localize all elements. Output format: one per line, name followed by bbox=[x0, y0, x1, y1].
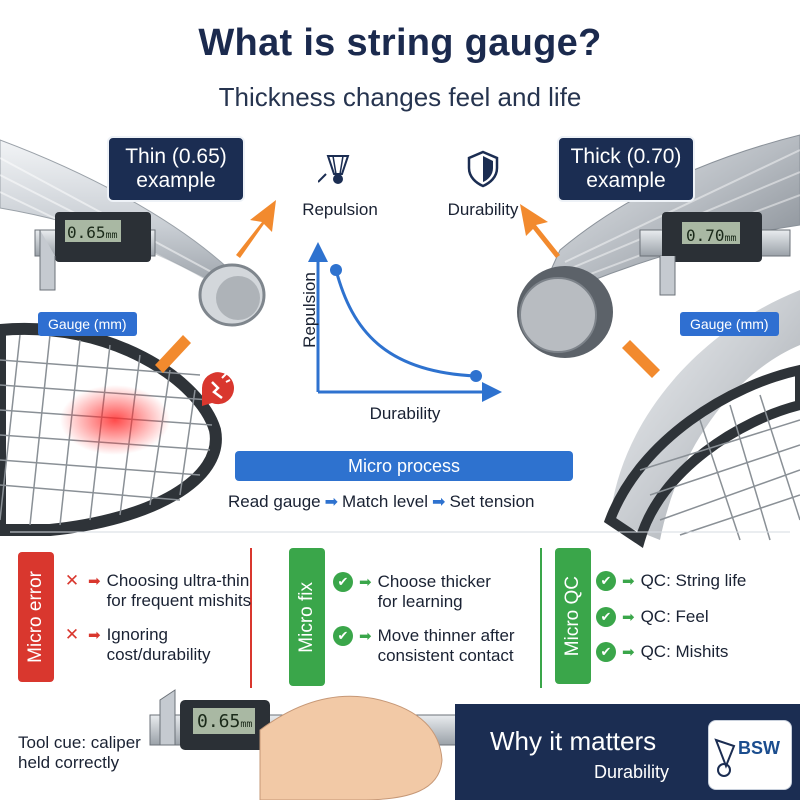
arrow-right-icon: ➡ bbox=[88, 627, 101, 644]
arrow-right-icon: ➡ bbox=[622, 644, 635, 661]
thin-gauge-tag: Gauge (mm) bbox=[38, 312, 137, 336]
repulsion-label: Repulsion bbox=[302, 200, 378, 219]
process-step-set-tension: Set tension bbox=[449, 492, 535, 511]
thin-caliper-readout: 0.65mm bbox=[67, 223, 118, 242]
x-icon: ✕ bbox=[64, 625, 80, 644]
chart-ylabel: Repulsion bbox=[300, 272, 319, 348]
micro-qc-item: ✔ ➡ QC: Feel bbox=[596, 607, 796, 628]
page-title: What is string gauge? bbox=[198, 22, 602, 64]
micro-qc-item: ✔ ➡ QC: String life bbox=[596, 571, 796, 592]
repulsion-durability-curve bbox=[334, 269, 477, 378]
micro-fix-divider bbox=[540, 548, 542, 688]
process-step-match-level: Match level bbox=[342, 492, 429, 511]
shuttlecock-logo-icon bbox=[714, 738, 736, 777]
checkmark-icon: ✔ bbox=[333, 626, 353, 646]
process-step-read-gauge: Read gauge bbox=[228, 492, 321, 511]
micro-qc-item: ✔ ➡ QC: Mishits bbox=[596, 642, 796, 663]
arrow-right-icon: ➡ bbox=[88, 573, 101, 590]
shuttlecock-icon bbox=[318, 155, 350, 184]
orange-arrows bbox=[155, 200, 660, 378]
tool-cue-illustration bbox=[149, 689, 461, 800]
racket-right bbox=[603, 364, 800, 548]
x-icon: ✕ bbox=[64, 571, 80, 590]
broken-string-icon bbox=[202, 372, 234, 406]
arrow-right-icon: ➡ bbox=[432, 494, 446, 511]
curve-end-point bbox=[470, 370, 482, 382]
micro-error-tab: Micro error bbox=[18, 552, 54, 682]
arrow-right-icon: ➡ bbox=[622, 573, 635, 590]
thin-label: Thin (0.65) example bbox=[107, 136, 245, 202]
shield-icon bbox=[467, 150, 499, 188]
brand-logo-text: BSW bbox=[738, 738, 780, 758]
durability-label: Durability bbox=[447, 200, 519, 219]
checkmark-icon: ✔ bbox=[596, 642, 616, 662]
chart bbox=[308, 242, 502, 402]
racket-left bbox=[0, 322, 222, 536]
arrow-right-icon: ➡ bbox=[359, 574, 372, 591]
thick-caliper-readout: 0.70mm bbox=[686, 226, 737, 245]
checkmark-icon: ✔ bbox=[596, 607, 616, 627]
tool-caliper-readout: 0.65mm bbox=[197, 711, 253, 732]
checkmark-icon: ✔ bbox=[333, 572, 353, 592]
micro-qc-tab: Micro QC bbox=[555, 548, 591, 684]
micro-fix-tab: Micro fix bbox=[289, 548, 325, 686]
arrow-right-icon: ➡ bbox=[324, 494, 339, 511]
arrow-right-icon: ➡ bbox=[622, 609, 635, 626]
chart-xlabel: Durability bbox=[369, 404, 441, 423]
why-it-matters-subtitle: Durability bbox=[594, 762, 670, 782]
thick-gauge-tag: Gauge (mm) bbox=[680, 312, 779, 336]
thick-label: Thick (0.70) example bbox=[557, 136, 695, 202]
checkmark-icon: ✔ bbox=[596, 571, 616, 591]
caliper-thin bbox=[34, 212, 156, 291]
micro-error-divider bbox=[250, 548, 252, 688]
why-it-matters-title: Why it matters bbox=[490, 726, 657, 756]
arrow-right-icon: ➡ bbox=[359, 628, 372, 645]
micro-process-steps: Read gauge ➡ Match level ➡ Set tension bbox=[228, 492, 588, 512]
curve-start-point bbox=[330, 264, 342, 276]
micro-process-bar: Micro process bbox=[235, 451, 573, 481]
page-subtitle: Thickness changes feel and life bbox=[218, 82, 582, 112]
caliper-thick bbox=[639, 212, 791, 296]
